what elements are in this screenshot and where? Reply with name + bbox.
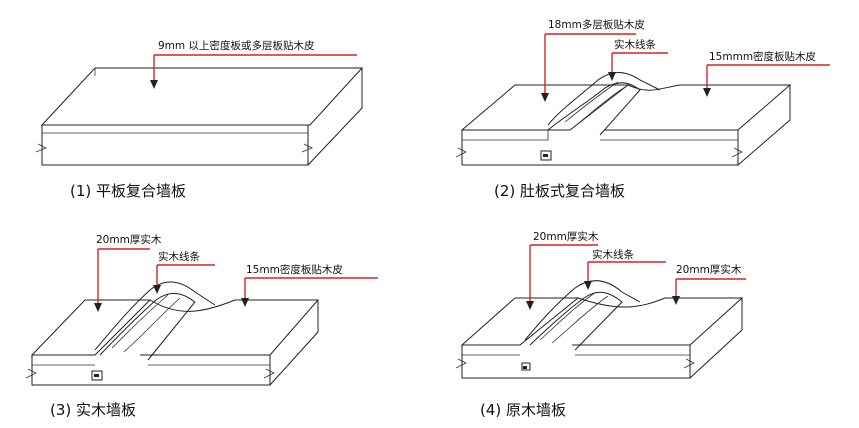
- panel-3-label-2: 实木线条: [158, 250, 200, 263]
- panel-3-solid-wood: [25, 248, 378, 386]
- panel-4-log-board: [455, 244, 746, 379]
- panel-2-label-3: 15mmm密度板贴木皮: [709, 50, 817, 63]
- panel-2-raised-board: [455, 33, 830, 166]
- panel-2-label-2: 实木线条: [614, 38, 656, 51]
- panel-3-caption: (3) 实木墙板: [50, 401, 136, 419]
- panel-1-label-1: 9mm 以上密度板或多层板贴木皮: [158, 39, 315, 52]
- panel-3-label-3: 15mm密度板贴木皮: [246, 263, 343, 276]
- panel-2-caption: (2) 肚板式复合墙板: [494, 182, 625, 200]
- panel-4-label-3: 20mm厚实木: [676, 263, 742, 276]
- panel-3-label-1: 20mm厚实木: [96, 233, 162, 246]
- panel-1-flat-board: [35, 54, 364, 166]
- panel-4-label-1: 20mm厚实木: [533, 230, 599, 243]
- panel-4-label-2: 实木线条: [592, 248, 634, 261]
- panel-2-label-1: 18mm多层板贴木皮: [548, 18, 645, 31]
- panel-1-caption: (1) 平板复合墙板: [70, 182, 186, 200]
- panel-4-caption: (4) 原木墙板: [480, 401, 566, 419]
